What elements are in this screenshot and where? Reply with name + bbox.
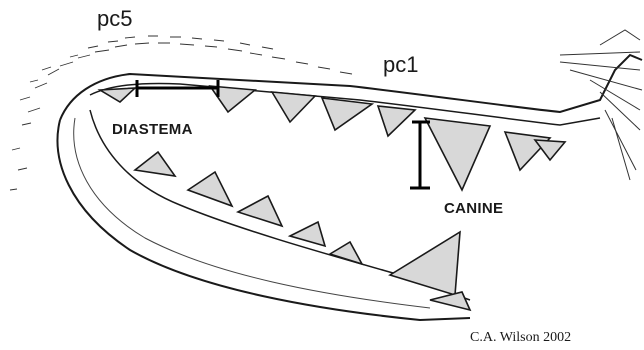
canine-label: CANINE (444, 200, 503, 217)
lower-tooth-7 (430, 292, 470, 310)
upper-tooth-3 (272, 92, 315, 122)
diastema-bar (137, 80, 218, 97)
upper-tooth-5 (378, 106, 415, 136)
diastema-label: DIASTEMA (112, 121, 193, 138)
canine-bar (410, 122, 430, 188)
lower-tooth-3 (238, 196, 282, 226)
lower-tooth-1 (135, 152, 175, 176)
snout-detail (560, 30, 642, 180)
credit-label: C.A. Wilson 2002 (470, 330, 571, 346)
pc1-label: pc1 (383, 52, 418, 78)
upper-tooth-1 (100, 88, 135, 102)
lower-tooth-2 (188, 172, 232, 206)
upper-canine (425, 118, 490, 190)
pc5-label: pc5 (97, 6, 132, 32)
lower-canine (390, 232, 460, 295)
lower-tooth-4 (290, 222, 325, 246)
upper-tooth-4 (322, 98, 372, 130)
lower-tooth-5 (330, 242, 362, 264)
